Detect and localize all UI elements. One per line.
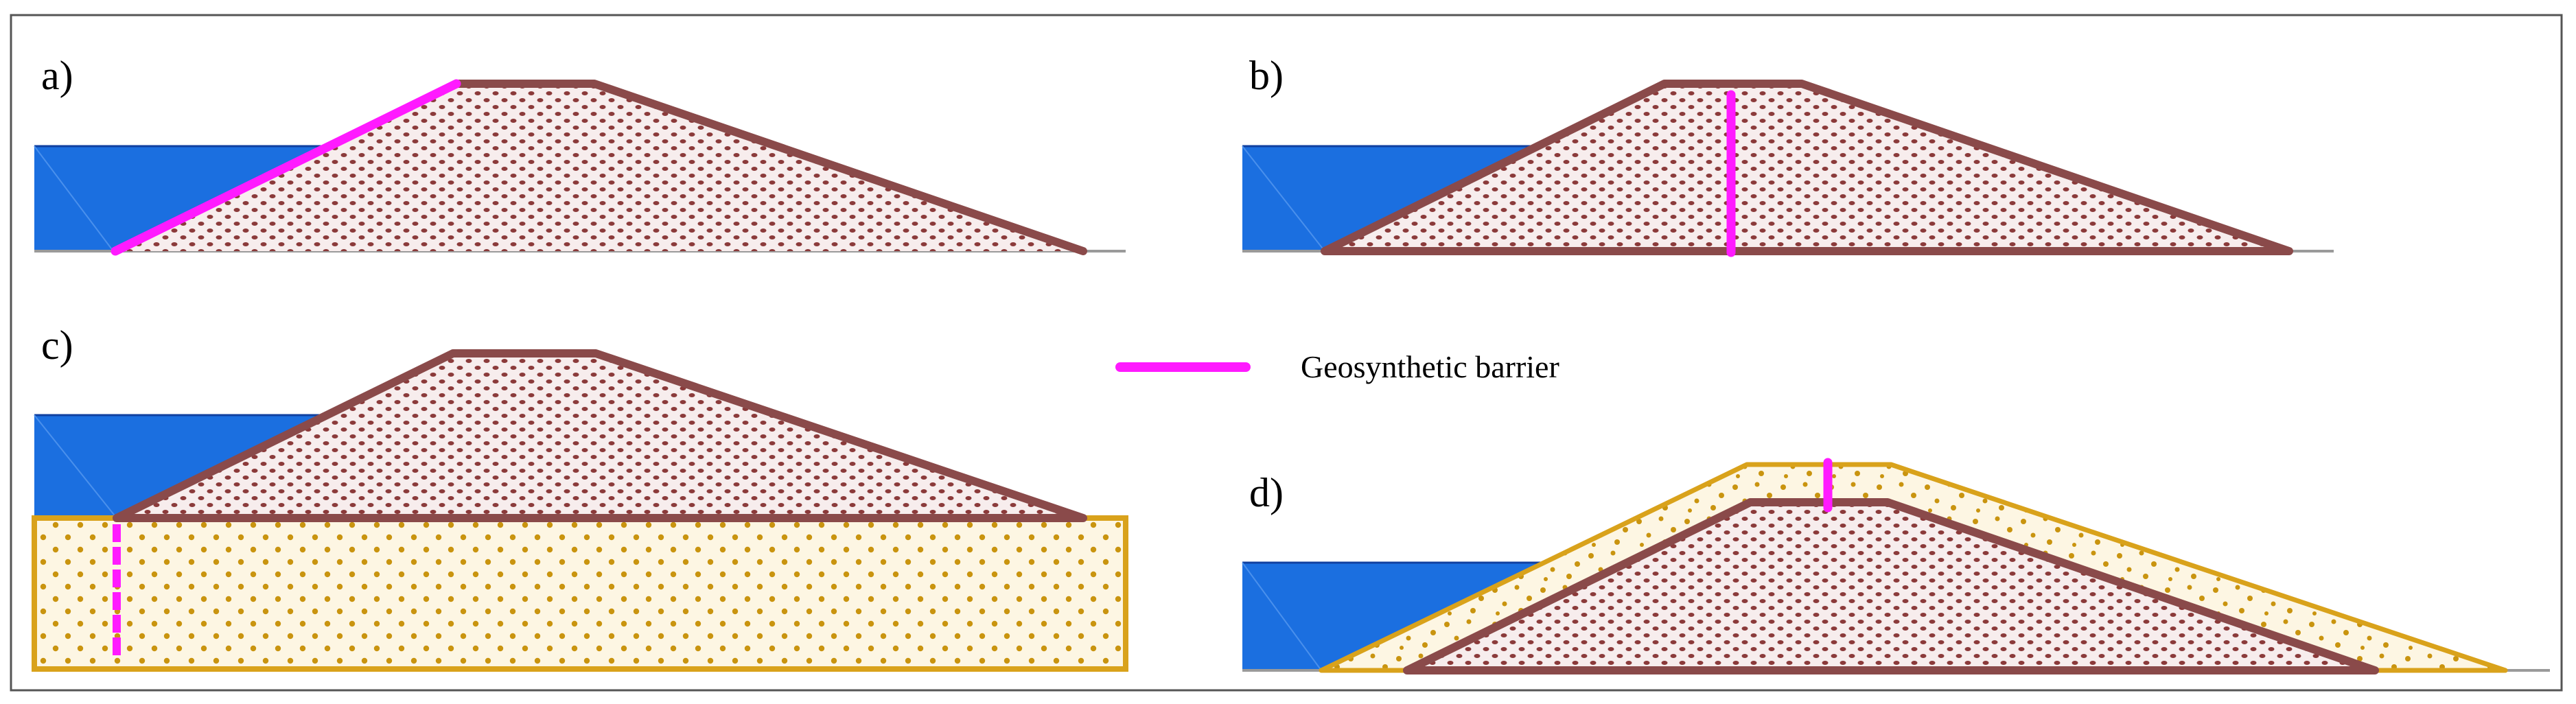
panel-a-water (34, 146, 328, 251)
panel-b: b) (1242, 53, 2334, 257)
panel-b-water (1242, 146, 1538, 251)
panel-d-dam-body (1407, 502, 2375, 670)
legend: Geosynthetic barrier (1115, 349, 1559, 384)
panel-a-dam-crest-outline (452, 80, 1087, 255)
panel-c-foundation (32, 515, 1128, 672)
panel-c-dam-outline (113, 349, 1087, 522)
panel-d-label: d) (1249, 470, 1284, 515)
panel-c: c) (32, 322, 1128, 672)
panel-b-label: b) (1249, 53, 1284, 98)
legend-barrier-label: Geosynthetic barrier (1301, 349, 1559, 384)
panel-d-dam-outline (1403, 498, 2379, 674)
panel-c-label: c) (41, 322, 73, 368)
panel-c-water (34, 415, 328, 518)
panel-a-dam-body (113, 84, 1083, 251)
panel-b-dam-outline (1321, 80, 2293, 255)
panel-b-dam-body (1325, 84, 2289, 251)
panel-a: a) (34, 53, 1126, 256)
panel-c-dam-body (117, 353, 1083, 518)
panel-d: d) (1242, 458, 2550, 674)
panel-d-water (1242, 563, 1541, 670)
panel-c-water-shade (34, 414, 117, 519)
panel-a-water-shade (34, 145, 114, 252)
panel-b-water-shade (1242, 145, 1325, 252)
panel-d-water-shade (1242, 562, 1322, 671)
panel-a-label: a) (41, 53, 73, 98)
panel-a-upstream-barrier (111, 79, 461, 256)
